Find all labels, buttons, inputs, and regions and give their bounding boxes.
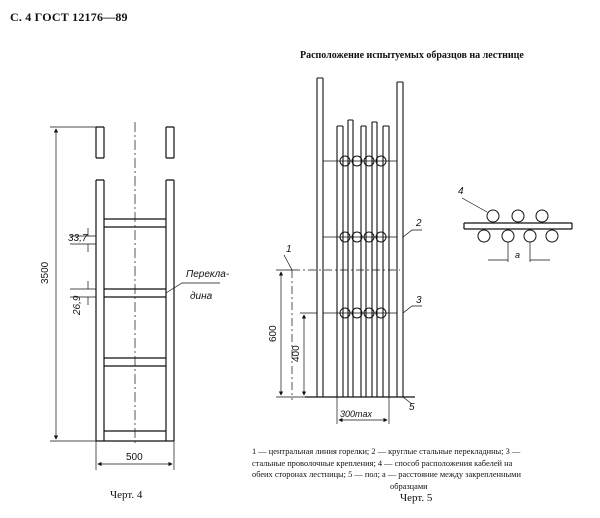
callout-1: 1 — [286, 244, 292, 255]
callout-3: 3 — [416, 295, 422, 306]
dim-width-label: 500 — [126, 452, 143, 463]
dim-300-label: 300max — [340, 409, 373, 419]
dim-height-label: 3500 — [40, 261, 51, 284]
callout-rung-label-2: дина — [190, 291, 213, 302]
dim-400-label: 400 — [291, 345, 302, 362]
figure4-caption: Черт. 4 — [110, 489, 143, 501]
cable-arrangement — [461, 197, 573, 262]
callout-5: 5 — [409, 402, 415, 413]
callout-2: 2 — [415, 218, 422, 229]
callout-4: 4 — [458, 186, 464, 197]
figure5-ties — [339, 155, 387, 319]
legend-line: стальные проволочные крепления; 4 — спос… — [252, 458, 513, 468]
figure5-legend: 1 — центральная линия горелки; 2 — кругл… — [252, 446, 594, 492]
legend-line: 1 — центральная линия горелки; 2 — кругл… — [252, 447, 521, 456]
legend-line: обеих сторонах лестницы; 5 — пол; a — ра… — [252, 470, 521, 479]
figure4-ladder — [95, 122, 175, 446]
figure5-dimensions — [276, 229, 422, 424]
dim-a-label: a — [515, 250, 520, 260]
figure5-ladder — [291, 77, 415, 400]
figure5-caption: Черт. 5 — [400, 492, 433, 504]
legend-line: образцами — [390, 481, 428, 491]
dim-600-label: 600 — [268, 325, 279, 342]
figure5-title: Расположение испытуемых образцов на лест… — [300, 50, 524, 61]
dim-gap-label: 33,7 — [68, 233, 88, 244]
page-header: С. 4 ГОСТ 12176—89 — [10, 10, 128, 24]
callout-rung-label-1: Перекла- — [186, 269, 230, 280]
figure4-dimensions — [50, 126, 220, 470]
dim-rung-label: 26,9 — [72, 295, 83, 316]
